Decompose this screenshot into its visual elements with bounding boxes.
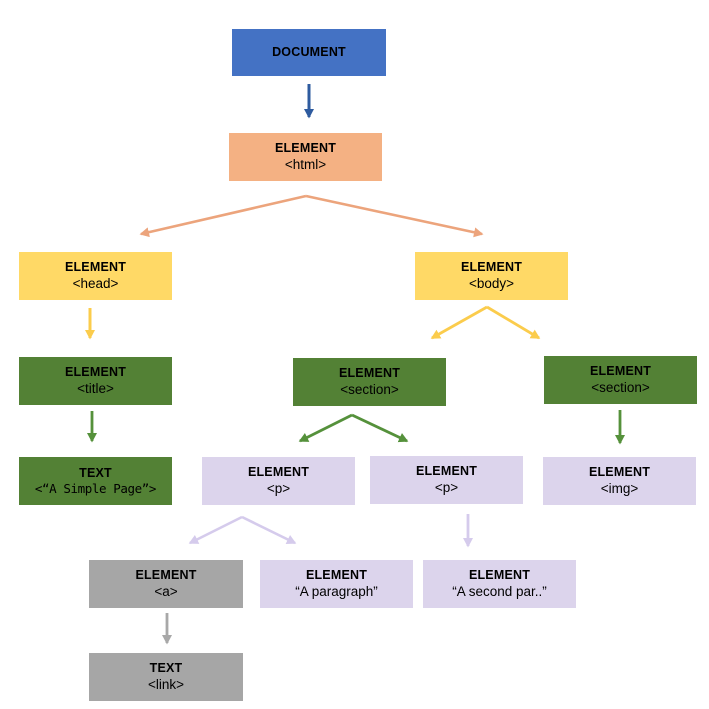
node-document: DOCUMENT — [232, 29, 386, 76]
node-type-label: ELEMENT — [588, 465, 651, 480]
arrow-body-to-section1 — [430, 305, 488, 340]
arrow-html-to-body — [305, 194, 484, 238]
node-type-label: ELEMENT — [589, 364, 652, 379]
node-value-label: <body> — [468, 276, 515, 292]
node-text-a-second-par: ELEMENT “A second par..” — [423, 560, 576, 608]
arrow-p1-to-text — [241, 515, 297, 545]
node-element-html: ELEMENT <html> — [229, 133, 382, 181]
node-value-label: <html> — [284, 157, 327, 173]
node-type-label: ELEMENT — [415, 464, 478, 479]
arrow-html-to-head — [139, 194, 307, 238]
node-value-label: “A second par..” — [452, 584, 547, 600]
node-type-label: ELEMENT — [247, 465, 310, 480]
node-element-p-2: ELEMENT <p> — [370, 456, 523, 504]
node-value-label: <head> — [72, 276, 119, 292]
node-text-a-paragraph: ELEMENT “A paragraph” — [260, 560, 413, 608]
node-type-label: ELEMENT — [135, 568, 197, 583]
arrow-p1-to-a — [188, 515, 243, 545]
node-element-body: ELEMENT <body> — [415, 252, 568, 300]
node-element-title: ELEMENT <title> — [19, 357, 172, 405]
node-value-label: <section> — [591, 380, 650, 396]
node-value-label: <p> — [266, 481, 291, 497]
node-type-label: TEXT — [149, 661, 183, 676]
node-type-label: ELEMENT — [64, 260, 127, 275]
node-type-label: ELEMENT — [468, 568, 531, 583]
node-value-label: <a> — [154, 584, 178, 600]
node-element-head: ELEMENT <head> — [19, 252, 172, 300]
node-type-label: ELEMENT — [305, 568, 368, 583]
arrow-body-to-section2 — [486, 305, 541, 340]
node-element-a: ELEMENT <a> — [89, 560, 243, 608]
node-value-label: <p> — [434, 480, 459, 496]
node-document-label: DOCUMENT — [272, 45, 346, 60]
node-text-link: TEXT <link> — [89, 653, 243, 701]
node-text-simple-page: TEXT <“A Simple Page”> — [19, 457, 172, 505]
node-value-label: <img> — [600, 481, 639, 497]
node-value-label: <“A Simple Page”> — [34, 481, 157, 496]
node-type-label: ELEMENT — [338, 366, 401, 381]
node-element-section-2: ELEMENT <section> — [544, 356, 697, 404]
node-type-label: ELEMENT — [460, 260, 523, 275]
arrow-section1-to-p2 — [351, 413, 409, 443]
node-value-label: <link> — [147, 677, 185, 693]
node-value-label: “A paragraph” — [295, 584, 378, 600]
arrow-section1-to-p1 — [298, 413, 353, 443]
node-value-label: <title> — [77, 381, 114, 397]
node-type-label: ELEMENT — [64, 365, 127, 380]
node-type-label: TEXT — [79, 465, 112, 480]
node-element-section-1: ELEMENT <section> — [293, 358, 446, 406]
node-type-label: ELEMENT — [274, 141, 337, 156]
node-value-label: <section> — [340, 382, 399, 398]
node-element-p-1: ELEMENT <p> — [202, 457, 355, 505]
node-element-img: ELEMENT <img> — [543, 457, 696, 505]
